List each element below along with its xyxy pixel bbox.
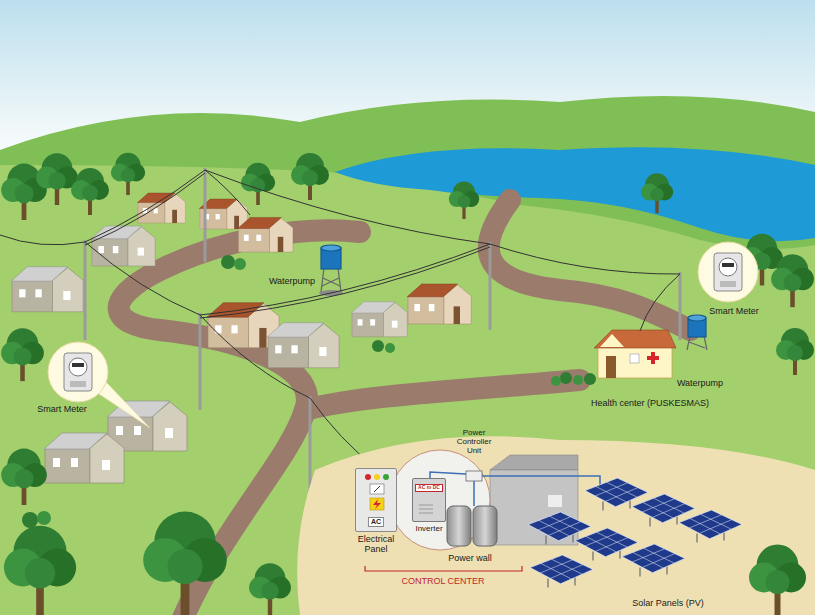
solar-panels <box>528 478 742 587</box>
battery <box>473 506 497 546</box>
electrical-panel: ACElectrical Panel <box>355 468 397 532</box>
label: Waterpump <box>677 378 723 388</box>
label: Smart Meter <box>37 404 87 414</box>
far-hills <box>0 96 815 615</box>
label: CONTROL CENTER <box>401 576 484 586</box>
inverter-box: AC to DCInverter <box>412 478 446 522</box>
label: Waterpump <box>269 276 315 286</box>
label: Power Controller Unit <box>449 428 499 456</box>
label: Power wall <box>448 553 492 563</box>
foreground-trees <box>1 328 814 615</box>
battery <box>447 506 471 546</box>
houses <box>11 193 471 483</box>
power-wires <box>0 170 680 468</box>
controller-box <box>466 471 482 481</box>
label: Health center (PUSKESMAS) <box>591 398 709 408</box>
road <box>489 200 690 330</box>
device-text: AC <box>368 517 384 527</box>
label: Solar Panels (PV) <box>632 598 704 608</box>
device-heading: Inverter <box>404 524 454 533</box>
device-heading: Electrical Panel <box>348 534 404 555</box>
sand-ground <box>297 436 815 615</box>
ground <box>0 165 815 615</box>
smart-meter-callouts <box>48 242 758 428</box>
road <box>305 380 580 410</box>
health-center <box>551 330 676 386</box>
device-text: AC to DC <box>415 484 443 492</box>
label: Smart Meter <box>709 306 759 316</box>
lake <box>335 147 815 241</box>
bracket <box>365 566 522 571</box>
control-center <box>297 436 815 615</box>
water-towers <box>319 245 707 350</box>
